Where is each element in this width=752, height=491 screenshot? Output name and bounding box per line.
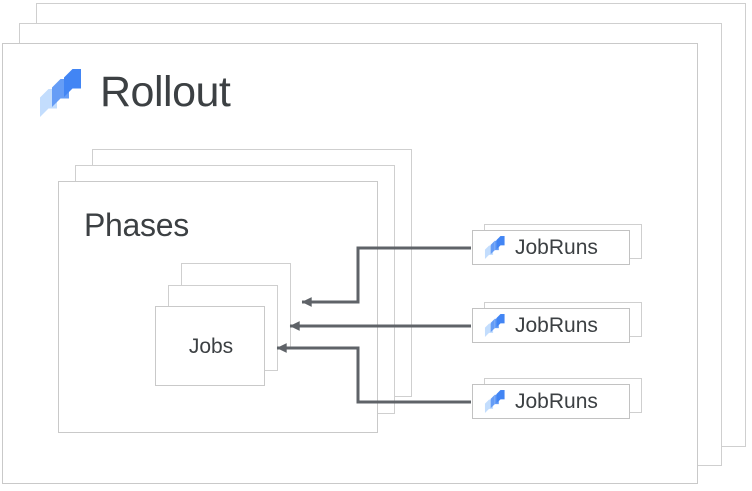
- cloud-deploy-icon: [40, 69, 81, 117]
- jobruns-label-2: JobRuns: [515, 314, 598, 337]
- cloud-deploy-icon: [484, 314, 505, 337]
- jobruns-group-3[interactable]: JobRuns: [472, 378, 642, 419]
- rollout-title: Rollout: [100, 68, 231, 116]
- jobruns-group-1[interactable]: JobRuns: [472, 224, 642, 265]
- jobruns-card-front-3[interactable]: JobRuns: [472, 384, 630, 419]
- jobruns-card-front-2[interactable]: JobRuns: [472, 308, 630, 343]
- jobs-card-front: Jobs: [155, 306, 265, 386]
- jobruns-label-3: JobRuns: [515, 390, 598, 413]
- phases-title: Phases: [84, 207, 189, 243]
- jobs-title: Jobs: [188, 335, 234, 358]
- cloud-deploy-icon: [484, 236, 505, 259]
- jobruns-card-front-1[interactable]: JobRuns: [472, 230, 630, 265]
- jobruns-group-2[interactable]: JobRuns: [472, 302, 642, 343]
- cloud-deploy-icon: [484, 390, 505, 413]
- jobruns-label-1: JobRuns: [515, 236, 598, 259]
